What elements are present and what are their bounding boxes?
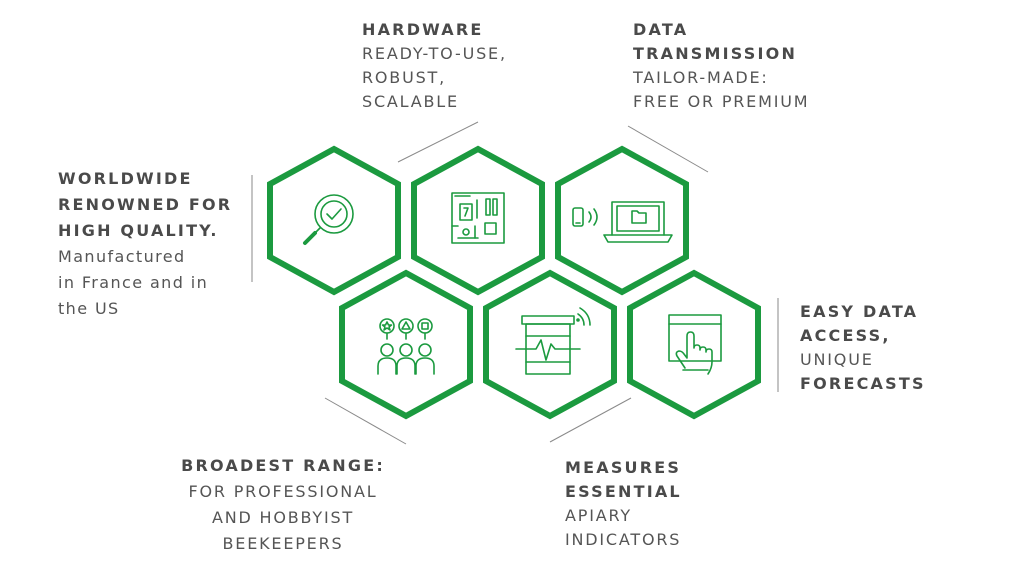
access-block: EASY DATA ACCESS, UNIQUE FORECASTS [800, 300, 926, 396]
hexagon-quality [267, 145, 401, 296]
circuit-board-icon [451, 192, 505, 244]
connector-range [324, 397, 407, 445]
range-title: BROADEST RANGE: [181, 456, 385, 475]
quality-title-3: HIGH QUALITY. [58, 221, 219, 240]
hardware-line-2: ROBUST, [362, 68, 447, 87]
quality-block: WORLDWIDE RENOWNED FOR HIGH QUALITY. Man… [58, 166, 232, 322]
hexagon-measures [483, 269, 617, 420]
quality-line-2: in France and in [58, 273, 209, 292]
hexagon-hardware [411, 145, 545, 296]
measures-line-1: APIARY [565, 506, 632, 525]
quality-title-2: RENOWNED FOR [58, 195, 233, 214]
measures-line-2: INDICATORS [565, 530, 682, 549]
measures-block: MEASURES ESSENTIAL APIARY INDICATORS [565, 456, 682, 552]
connector-transmission [627, 125, 709, 173]
magnifier-check-icon [303, 194, 354, 245]
hexagon-transmission [555, 145, 689, 296]
hardware-line-1: READY-TO-USE, [362, 44, 507, 63]
measures-title-1: MEASURES [565, 458, 682, 477]
hardware-line-3: SCALABLE [362, 92, 459, 111]
range-block: BROADEST RANGE: FOR PROFESSIONAL AND HOB… [168, 453, 398, 557]
access-bold: FORECASTS [800, 374, 926, 393]
transmission-title-2: TRANSMISSION [633, 44, 798, 63]
transmission-block: DATA TRANSMISSION TAILOR-MADE: FREE OR P… [633, 18, 809, 114]
quality-title-1: WORLDWIDE [58, 169, 193, 188]
transmission-line-1: TAILOR-MADE: [633, 68, 769, 87]
hardware-title: HARDWARE [362, 20, 484, 39]
access-normal: UNIQUE [800, 350, 874, 369]
access-title-2: ACCESS, [800, 326, 891, 345]
quality-line-1: Manufactured [58, 247, 186, 266]
access-title-1: EASY DATA [800, 302, 919, 321]
phone-laptop-icon [572, 201, 673, 243]
measures-title-2: ESSENTIAL [565, 482, 682, 501]
quality-line-3: the US [58, 299, 120, 318]
range-line-3: BEEKEEPERS [222, 534, 344, 553]
people-shapes-icon [377, 318, 435, 375]
hive-monitor-icon [515, 307, 591, 375]
transmission-title-1: DATA [633, 20, 689, 39]
range-line-1: FOR PROFESSIONAL [188, 482, 378, 501]
connector-hardware [397, 121, 479, 163]
connector-measures [549, 397, 632, 443]
touch-screen-icon [668, 314, 722, 375]
hardware-block: HARDWARE READY-TO-USE, ROBUST, SCALABLE [362, 18, 507, 114]
range-line-2: AND HOBBYIST [211, 508, 355, 527]
transmission-line-2: FREE OR PREMIUM [633, 92, 810, 111]
